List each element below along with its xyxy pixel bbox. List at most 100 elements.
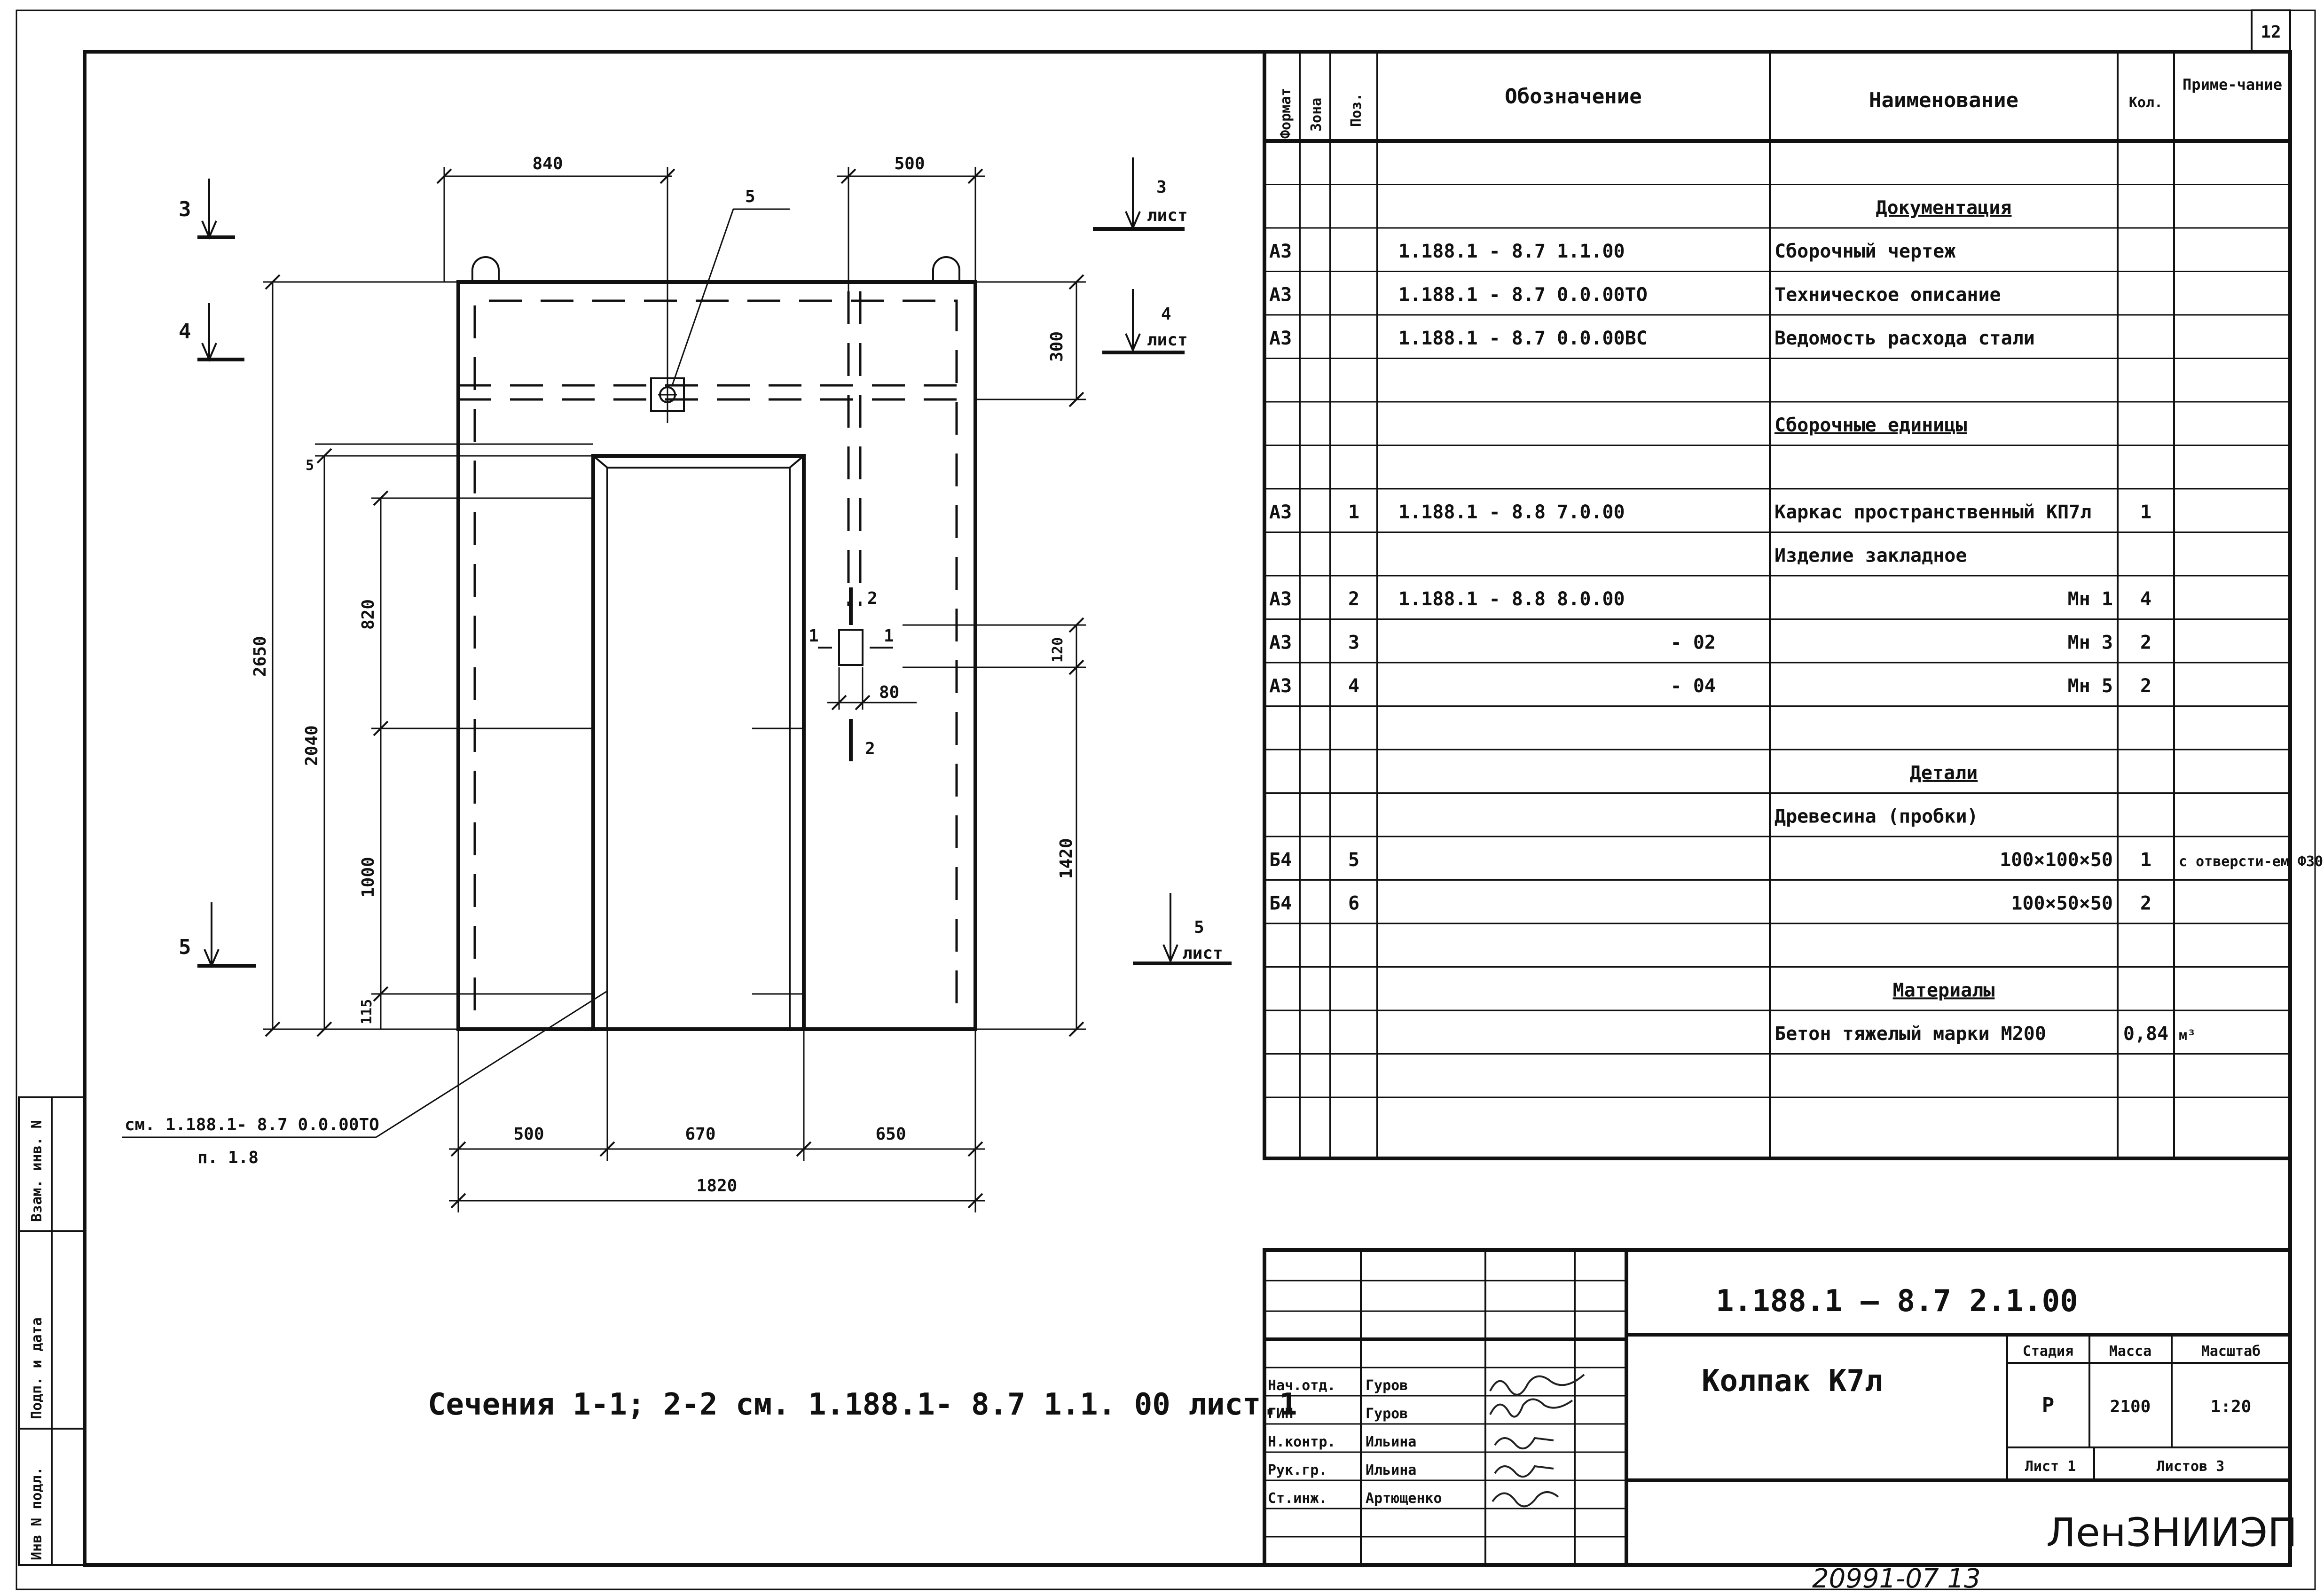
cell-qty: 2 xyxy=(2140,632,2151,653)
signature-2 xyxy=(1489,1398,1573,1418)
view-3-right: 3 xyxy=(1156,178,1167,197)
view-4-right: 4 xyxy=(1161,305,1171,324)
signatory-row: ГИП Гуров xyxy=(1268,1406,1408,1422)
cell-name: 100×50×50 xyxy=(2011,892,2113,914)
signature-1 xyxy=(1489,1374,1585,1396)
cell-designation: 1.188.1 - 8.8 7.0.00 xyxy=(1398,501,1625,523)
dim-80: 80 xyxy=(879,683,899,702)
cell-format: Б4 xyxy=(1269,849,1292,871)
spec-row: Документация xyxy=(1876,197,2012,219)
spec-row: Древесина (пробки) xyxy=(1774,805,1978,827)
cell-note: с отверсти-ем Ф30 xyxy=(2179,853,2323,870)
cell-format: А3 xyxy=(1269,501,1292,523)
th-designation: Обозначение xyxy=(1505,85,1641,109)
view-arrows-right: 3 лист 4 лист 5 лист xyxy=(1093,157,1232,965)
signatory-role: Н.контр. xyxy=(1268,1434,1336,1450)
elevation-drawing: 5 2 2 1 1 840 500 2650 5 xyxy=(122,154,1232,1212)
view-5-right: 5 xyxy=(1194,918,1204,937)
reinforcement-cage xyxy=(473,299,958,1010)
cell-designation: 1.188.1 - 8.7 0.0.00ВС xyxy=(1398,328,1648,349)
signature-5 xyxy=(1492,1491,1559,1508)
signatory-name: Ильина xyxy=(1366,1462,1416,1478)
th-pos: Поз. xyxy=(1348,93,1365,127)
pos5-label: 5 xyxy=(745,187,755,206)
dim-1820: 1820 xyxy=(697,1176,738,1196)
dim-120: 120 xyxy=(1050,637,1066,663)
spec-row: Материалы xyxy=(1893,979,1995,1001)
leader-note-1: см. 1.188.1- 8.7 0.0.00ТО xyxy=(125,1115,379,1134)
signature-3 xyxy=(1494,1437,1554,1450)
cell-name: Мн 5 xyxy=(2068,675,2113,697)
th-name: Наименование xyxy=(1869,88,2018,112)
drawing-title: Колпак К7л xyxy=(1702,1364,1883,1399)
th-note: Приме-чание xyxy=(2183,76,2282,94)
view-4-left: 4 xyxy=(179,320,191,344)
cell-name: Ведомость расхода стали xyxy=(1774,328,2035,349)
embedded-plate xyxy=(838,629,864,666)
cell-name: Древесина (пробки) xyxy=(1774,805,1978,827)
cell-format: А3 xyxy=(1269,328,1292,349)
signatory-name: Ильина xyxy=(1366,1434,1416,1450)
drawing-code: 1.188.1 — 8.7 2.1.00 xyxy=(1716,1284,2078,1319)
signatory-role: ГИП xyxy=(1268,1406,1293,1422)
stamp-inv-original: Инв N подл. xyxy=(29,1467,45,1560)
cell-name: Техническое описание xyxy=(1774,284,2001,305)
cell-qty: 1 xyxy=(2140,501,2151,523)
scale-label: Масштаб xyxy=(2201,1343,2261,1360)
signatory-name: Гуров xyxy=(1366,1377,1408,1394)
cell-pos: 6 xyxy=(1348,892,1359,914)
cell-pos: 4 xyxy=(1348,675,1359,697)
section-1-left: 1 xyxy=(809,626,819,646)
cell-pos: 2 xyxy=(1348,588,1359,610)
th-qty: Кол. xyxy=(2129,94,2163,111)
dim-500-bottom: 500 xyxy=(513,1125,544,1144)
dim-840: 840 xyxy=(532,154,563,173)
cell-format: А3 xyxy=(1269,241,1292,262)
cell-name: Документация xyxy=(1876,197,2012,219)
cell-qty: 1 xyxy=(2140,849,2151,871)
signatory-role: Нач.отд. xyxy=(1268,1377,1336,1394)
cell-name: Сборочный чертеж xyxy=(1774,241,1955,262)
spec-row: А3 1.188.1 - 8.7 1.1.00 Сборочный чертеж xyxy=(1269,241,1955,262)
section-2-bottom: 2 xyxy=(865,739,875,758)
cell-pos: 5 xyxy=(1348,849,1359,871)
stamp-replacement-inv: Взам. инв. N xyxy=(29,1120,45,1222)
cell-qty: 0,84 xyxy=(2123,1023,2168,1045)
view-4-sheet: лист xyxy=(1147,330,1188,350)
cell-format: А3 xyxy=(1269,675,1292,697)
cell-name: Сборочные единицы xyxy=(1774,414,1967,436)
th-format: Формат xyxy=(1278,88,1294,139)
signatory-row: Рук.гр. Ильина xyxy=(1268,1462,1416,1478)
cell-designation: - 02 xyxy=(1671,632,1716,653)
view-3-sheet: лист xyxy=(1147,206,1188,225)
signatory-name: Гуров xyxy=(1366,1406,1408,1422)
cell-designation: 1.188.1 - 8.7 0.0.00ТО xyxy=(1398,284,1648,305)
mass-value: 2100 xyxy=(2110,1397,2151,1416)
outer-border xyxy=(16,9,2316,1590)
cell-designation: 1.188.1 - 8.8 8.0.00 xyxy=(1398,588,1625,610)
cell-name: Материалы xyxy=(1893,979,1995,1001)
dim-115: 115 xyxy=(359,999,375,1024)
cell-designation: 1.188.1 - 8.7 1.1.00 xyxy=(1398,241,1625,262)
spec-row: Детали xyxy=(1910,762,1978,784)
signature-4 xyxy=(1494,1465,1554,1478)
panel-outline xyxy=(456,280,977,1031)
spec-row: А3 1.188.1 - 8.7 0.0.00ВС Ведомость расход… xyxy=(1269,328,2035,349)
view-3-left: 3 xyxy=(179,197,191,221)
side-stamp: Инв N подл. Подп. и дата Взам. инв. N xyxy=(18,1096,86,1566)
cell-qty: 2 xyxy=(2140,892,2151,914)
cell-pos: 3 xyxy=(1348,632,1359,653)
signatory-role: Рук.гр. xyxy=(1268,1462,1327,1478)
cell-qty: 4 xyxy=(2140,588,2151,610)
mass-label: Масса xyxy=(2109,1343,2151,1360)
stamp-sign-date: Подп. и дата xyxy=(29,1317,45,1419)
